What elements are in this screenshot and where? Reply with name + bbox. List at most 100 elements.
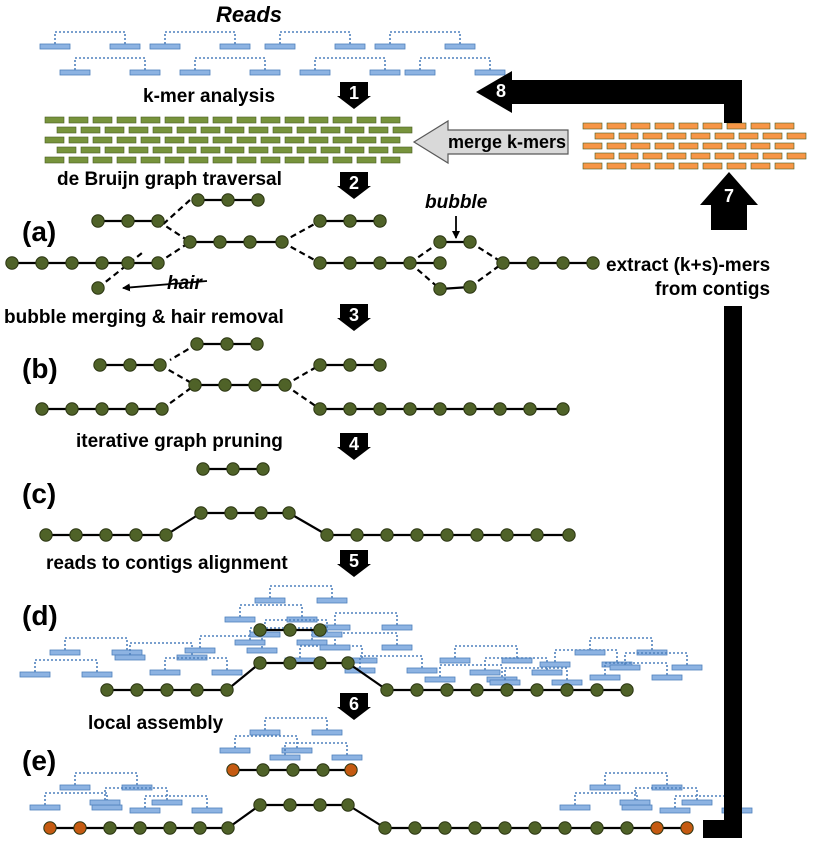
dashed-edge (161, 384, 196, 410)
kmer-green (104, 126, 125, 134)
kmer-orange (774, 122, 795, 130)
graph-node (69, 528, 83, 542)
kmer-green (164, 116, 185, 124)
graph-node (378, 821, 392, 835)
kmer-orange (774, 162, 795, 170)
kmer-green (56, 126, 77, 134)
graph-node (344, 763, 358, 777)
kmer-green (188, 136, 209, 144)
step-7-arrowhead (700, 172, 758, 230)
graph-node (496, 256, 510, 270)
read-bar (59, 69, 91, 76)
kmer-orange (606, 122, 627, 130)
graph-node (373, 256, 387, 270)
read-bar (246, 647, 278, 654)
read-bar (609, 664, 641, 671)
bubble-annotation: bubble (425, 192, 488, 213)
dashed-edge (281, 220, 321, 243)
kmer-green (308, 136, 329, 144)
read-bar (334, 43, 366, 50)
kmer-orange (654, 162, 675, 170)
kmer-layer (44, 116, 807, 170)
kmer-green (128, 126, 149, 134)
kmer-green (344, 126, 365, 134)
kmer-orange (690, 152, 711, 160)
graph-node (562, 528, 576, 542)
kmer-green (380, 116, 401, 124)
graph-node (95, 256, 109, 270)
kmer-orange (750, 142, 771, 150)
read-bar (111, 649, 143, 656)
step-2-number: 2 (348, 173, 359, 193)
read-bar (681, 799, 713, 806)
graph-node (256, 462, 270, 476)
read-bar (319, 644, 351, 651)
graph-node (463, 235, 477, 249)
graph-node (403, 402, 417, 416)
step-4-number: 4 (348, 434, 359, 454)
graph-node (65, 402, 79, 416)
read-bar (589, 784, 621, 791)
read-bar (249, 729, 281, 736)
graph-node (188, 378, 202, 392)
graph-node (620, 683, 634, 697)
kmer-green (212, 116, 233, 124)
kmer-orange (774, 142, 795, 150)
kmer-green (116, 136, 137, 144)
read-pair-link (164, 31, 236, 44)
graph-node (286, 763, 300, 777)
read-bar (19, 671, 51, 678)
kmer-green (68, 116, 89, 124)
graph-node (410, 528, 424, 542)
graph-node (191, 193, 205, 207)
step-8-arrowhead (476, 71, 512, 113)
graph-node (254, 506, 268, 520)
kmer-orange (666, 132, 687, 140)
read-pair-link (504, 667, 568, 680)
graph-node (343, 214, 357, 228)
graph-node (433, 235, 447, 249)
nodes-layer (5, 193, 694, 835)
graph-node (250, 337, 264, 351)
read-bar (191, 807, 223, 814)
graph-node (500, 528, 514, 542)
graph-node (39, 528, 53, 542)
step-6-label: local assembly (88, 713, 224, 734)
read-bar (81, 671, 113, 678)
kmer-green (332, 116, 353, 124)
kmer-orange (654, 142, 675, 150)
graph-node (283, 623, 297, 637)
read-bar (296, 639, 328, 646)
step-5-label: reads to contigs alignment (46, 553, 288, 574)
kmer-green (260, 156, 281, 164)
kmer-green (380, 156, 401, 164)
graph-node (130, 683, 144, 697)
kmer-orange (690, 132, 711, 140)
graph-node (343, 402, 357, 416)
graph-node (95, 402, 109, 416)
kmer-green (140, 136, 161, 144)
read-pair-link (264, 717, 328, 730)
kmer-green (212, 156, 233, 164)
graph-node (373, 214, 387, 228)
dashed-edge (469, 262, 504, 288)
graph-node (283, 798, 297, 812)
read-pair-link (239, 604, 303, 617)
graph-node (341, 798, 355, 812)
kmer-orange (630, 122, 651, 130)
kmer-orange (702, 162, 723, 170)
kmer-green (152, 146, 173, 154)
kmer-green (188, 116, 209, 124)
kmer-green (44, 136, 65, 144)
read-bar (299, 69, 331, 76)
down-arrow (337, 693, 371, 720)
read-bar (179, 69, 211, 76)
read-bar (311, 729, 343, 736)
kmer-orange (618, 132, 639, 140)
reads-title: Reads (216, 2, 283, 27)
graph-node (183, 235, 197, 249)
kmer-orange (726, 162, 747, 170)
kmer-green (152, 126, 173, 134)
kmer-green (92, 136, 113, 144)
graph-node (590, 683, 604, 697)
